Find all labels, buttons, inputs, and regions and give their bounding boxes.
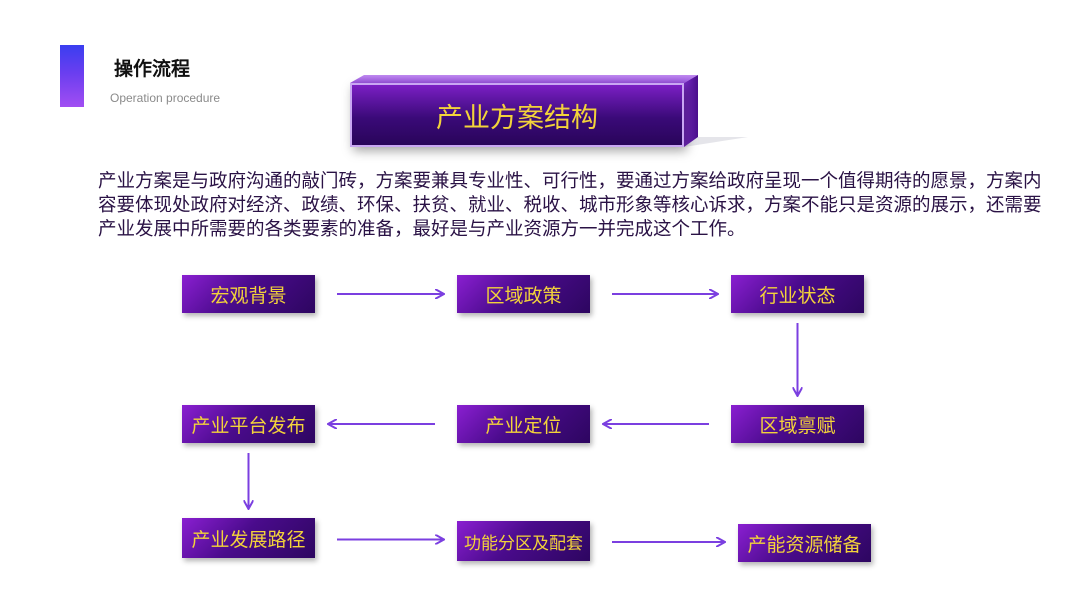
header-accent-bar — [60, 45, 84, 107]
banner-title: 产业方案结构 — [436, 102, 598, 134]
banner-box: 产业方案结构 — [350, 83, 684, 147]
page-subtitle: Operation procedure — [110, 91, 221, 105]
banner: 产业方案结构 — [348, 75, 748, 155]
page-title: 操作流程 — [114, 58, 191, 80]
intro-paragraph: 产业方案是与政府沟通的敲门砖，方案要兼具专业性、可行性，要通过方案给政府呈现一个… — [98, 171, 1042, 240]
flow-node-positioning: 产业定位 — [457, 405, 590, 443]
flow-node-platform: 产业平台发布 — [182, 405, 315, 443]
flow-node-macro: 宏观背景 — [182, 275, 315, 313]
flow-node-reserve: 产能资源储备 — [738, 524, 871, 562]
flow-node-zoning: 功能分区及配套 — [457, 521, 590, 561]
flow-node-endowment: 区域禀赋 — [731, 405, 864, 443]
flow-node-policy: 区域政策 — [457, 275, 590, 313]
flow-node-industry: 行业状态 — [731, 275, 864, 313]
banner-3d-edges — [350, 75, 748, 147]
flow-node-path: 产业发展路径 — [182, 518, 315, 558]
